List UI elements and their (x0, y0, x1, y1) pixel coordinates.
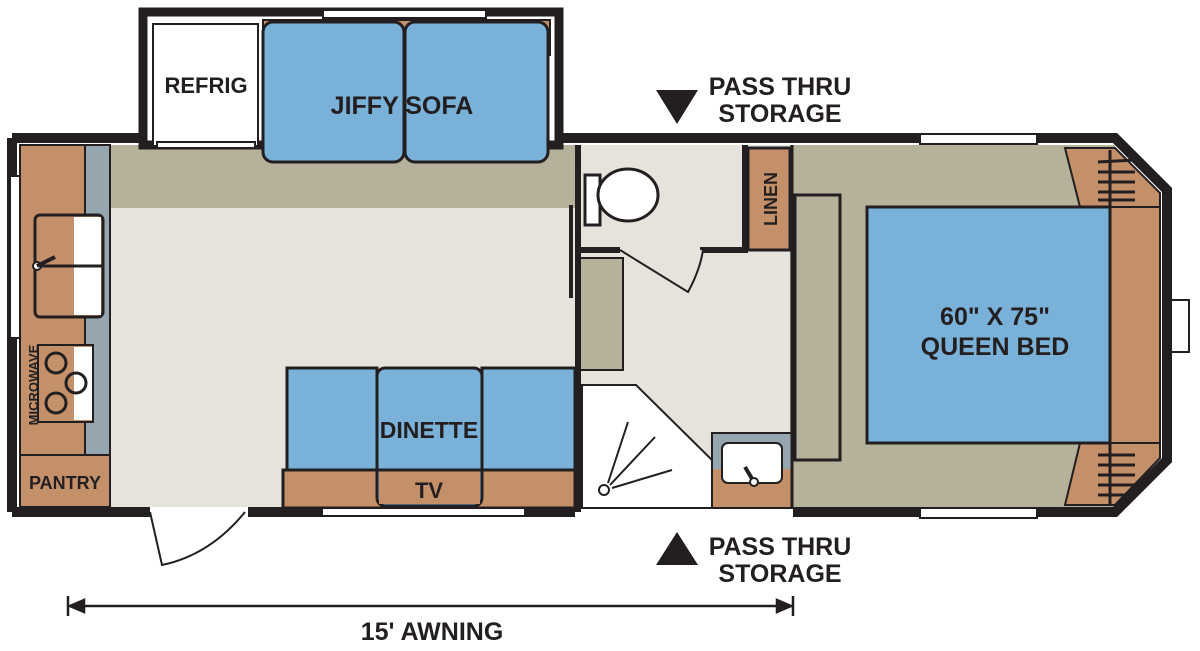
closet-top (1063, 147, 1161, 208)
bed-type-label: QUEEN BED (921, 333, 1070, 361)
window-refrig (156, 141, 256, 149)
dinette-seat-left (285, 366, 379, 472)
sofa-cushion-right (403, 20, 550, 164)
bath-door[interactable] (619, 249, 704, 294)
awning-dimension-line (66, 596, 795, 616)
front-cap-window (1170, 299, 1190, 353)
bath-shelf (579, 257, 624, 371)
refrig-label: REFRIG (164, 73, 247, 98)
refrigerator (152, 23, 259, 147)
pass-thru-top-line1: PASS THRU (709, 73, 852, 101)
pantry-label: PANTRY (29, 473, 101, 493)
linen-closet (746, 146, 792, 252)
linen-label: LINEN (761, 172, 781, 226)
queen-bed (865, 205, 1112, 445)
window-slide-top (322, 9, 487, 19)
sofa-label: JIFFY SOFA (331, 92, 474, 120)
arrow-down-icon (656, 90, 698, 124)
pass-thru-bottom-line1: PASS THRU (709, 533, 852, 561)
window-bedroom-bottom (919, 507, 1038, 519)
arrow-up-icon (656, 532, 698, 565)
bed-size-label: 60" X 75" (940, 303, 1050, 331)
burner-icon (44, 351, 68, 375)
bath-wall (575, 145, 748, 512)
headboard (1109, 206, 1161, 444)
entry-door[interactable] (149, 511, 246, 567)
pantry (19, 454, 111, 508)
window-kitchen (9, 175, 21, 339)
burner-icon (44, 391, 68, 415)
pass-thru-bottom-line2: STORAGE (718, 560, 841, 588)
bath-faucet-icon (749, 477, 759, 487)
bedroom-wardrobe (793, 193, 842, 462)
toilet-icon (596, 167, 660, 223)
burner-icon (64, 371, 88, 395)
tv-label: TV (415, 478, 443, 503)
pass-thru-top-line2: STORAGE (718, 100, 841, 128)
hanger-icons (1097, 150, 1136, 505)
awning-label: 15' AWNING (361, 618, 504, 646)
dinette-label: DINETTE (380, 417, 478, 443)
window-dinette (321, 507, 526, 517)
microwave-label: MICROWAVE (26, 344, 41, 425)
window-bedroom-top (919, 133, 1038, 145)
dinette-seat-right (480, 366, 577, 472)
shower-drain-icon (598, 484, 610, 496)
